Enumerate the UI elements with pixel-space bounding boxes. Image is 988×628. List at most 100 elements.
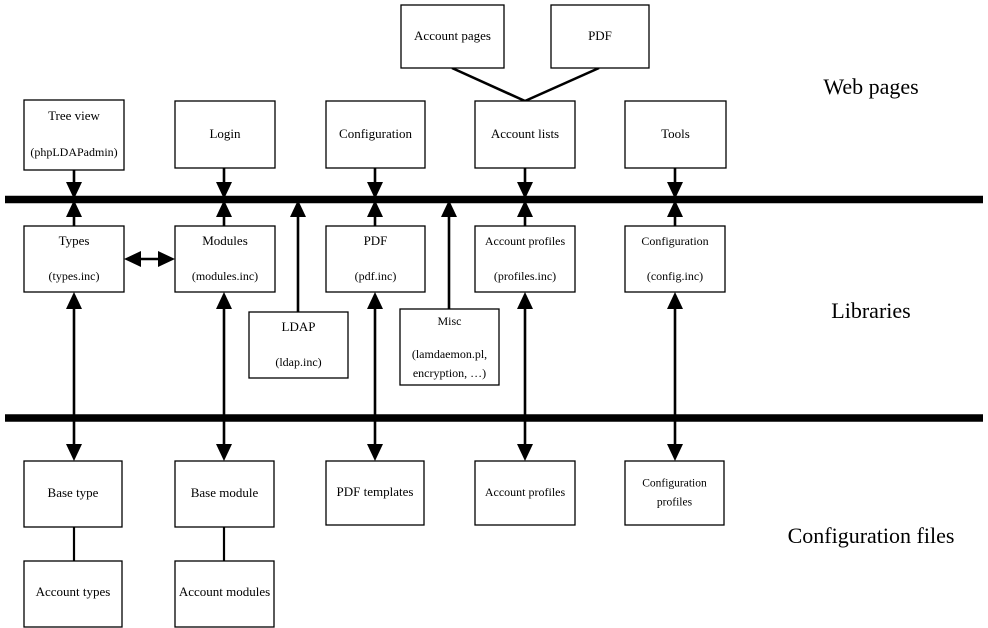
connector-account-pages-to-account-lists: [451, 66, 526, 103]
node-configuration-lib-sublabel: (config.inc): [647, 269, 703, 283]
node-base-module[interactable]: Base module: [174, 460, 275, 528]
node-ldap-box[interactable]: [248, 311, 349, 379]
node-login[interactable]: Login: [174, 100, 276, 169]
section-label-web-pages: Web pages: [823, 74, 918, 99]
node-login-label: Login: [209, 126, 241, 141]
base-to-account-connectors: [72, 527, 226, 561]
node-modules-sublabel: (modules.inc): [192, 269, 258, 283]
node-account-profiles-lib-label: Account profiles: [485, 234, 566, 248]
node-account-types-box[interactable]: [23, 560, 123, 628]
node-misc-sublabel-1: (lamdaemon.pl,: [412, 347, 487, 361]
node-pdf-top-box[interactable]: [550, 4, 650, 69]
connector-pdf-to-account-lists: [524, 66, 600, 103]
node-tree-view-box[interactable]: [23, 99, 125, 171]
node-types-label: Types: [59, 233, 90, 248]
arrowhead-bus2-to-account-profiles-files: [517, 444, 533, 461]
arrowhead-bus2-to-pdf-lib: [367, 292, 383, 309]
arrowhead-ldap-up: [290, 200, 306, 217]
node-pdf-lib[interactable]: PDF (pdf.inc): [325, 225, 426, 293]
node-pdf-templates-label: PDF templates: [337, 484, 414, 499]
node-types-sublabel: (types.inc): [49, 269, 100, 283]
arrowhead-bus2-to-types: [66, 292, 82, 309]
node-tools[interactable]: Tools: [624, 100, 727, 169]
arrowhead-tree-view-down: [66, 182, 82, 199]
arrowhead-configuration-web-down: [367, 182, 383, 199]
node-tree-view-sublabel: (phpLDAPadmin): [30, 145, 117, 159]
node-ldap[interactable]: LDAP (ldap.inc): [248, 311, 349, 379]
node-pdf-lib-label: PDF: [364, 233, 388, 248]
fan-in-connectors: [451, 66, 600, 103]
arrowhead-account-lists-down: [517, 182, 533, 199]
node-configuration-lib-box[interactable]: [624, 225, 726, 293]
libraries-to-bus-connectors: [66, 200, 683, 226]
node-pdf-templates-box[interactable]: [325, 460, 425, 526]
node-account-modules[interactable]: Account modules: [174, 560, 275, 628]
section-labels: Web pages Libraries Configuration files: [788, 74, 955, 548]
arrowhead-bus2-to-base-module: [216, 444, 232, 461]
node-pdf-lib-box[interactable]: [325, 225, 426, 293]
arrowhead-login-down: [216, 182, 232, 199]
arrowhead-configuration-lib-up: [667, 200, 683, 217]
arrowhead-types-modules-left: [124, 251, 141, 267]
node-pdf-top[interactable]: PDF: [550, 4, 650, 69]
arrowhead-bus2-to-configuration-profiles: [667, 444, 683, 461]
node-ldap-label: LDAP: [282, 319, 316, 334]
node-base-type-box[interactable]: [23, 460, 123, 528]
node-misc-label: Misc: [438, 314, 462, 328]
arrowhead-bus2-to-modules: [216, 292, 232, 309]
bus2-to-config-files-connectors: [66, 418, 683, 461]
node-account-profiles-lib-box[interactable]: [474, 225, 576, 293]
section-label-libraries: Libraries: [831, 298, 910, 323]
node-misc-sublabel-2: encryption, …): [413, 366, 486, 380]
arrowhead-bus2-to-account-profiles-lib: [517, 292, 533, 309]
node-account-profiles-lib[interactable]: Account profiles (profiles.inc): [474, 225, 576, 293]
node-base-type[interactable]: Base type: [23, 460, 123, 528]
node-base-module-box[interactable]: [174, 460, 275, 528]
node-account-pages[interactable]: Account pages: [400, 4, 505, 69]
ldap-misc-to-bus-connectors: [290, 200, 457, 312]
node-misc[interactable]: Misc (lamdaemon.pl, encryption, …): [399, 308, 500, 386]
node-account-types-label: Account types: [36, 584, 111, 599]
node-configuration-profiles[interactable]: Configuration profiles: [624, 460, 725, 526]
node-configuration-lib-label: Configuration: [641, 234, 708, 248]
node-account-profiles-lib-sublabel: (profiles.inc): [494, 269, 556, 283]
node-account-modules-label: Account modules: [179, 584, 270, 599]
arrowhead-types-up: [66, 200, 82, 217]
node-account-pages-label: Account pages: [414, 28, 491, 43]
node-configuration-lib[interactable]: Configuration (config.inc): [624, 225, 726, 293]
node-tools-label: Tools: [661, 126, 690, 141]
node-tree-view[interactable]: Tree view (phpLDAPadmin): [23, 99, 125, 171]
node-tools-box[interactable]: [624, 100, 727, 169]
node-configuration-web-box[interactable]: [325, 100, 426, 169]
node-account-lists[interactable]: Account lists: [474, 100, 576, 169]
node-configuration-web[interactable]: Configuration: [325, 100, 426, 169]
node-account-modules-box[interactable]: [174, 560, 275, 628]
node-pdf-templates[interactable]: PDF templates: [325, 460, 425, 526]
arrowhead-bus2-to-configuration-lib: [667, 292, 683, 309]
arrowhead-account-profiles-lib-up: [517, 200, 533, 217]
node-base-type-label: Base type: [48, 485, 99, 500]
section-label-configuration-files: Configuration files: [788, 523, 955, 548]
node-modules-box[interactable]: [174, 225, 276, 293]
node-misc-box[interactable]: [399, 308, 500, 386]
node-tree-view-label: Tree view: [48, 108, 100, 123]
node-pdf-lib-sublabel: (pdf.inc): [355, 269, 397, 283]
node-account-profiles-files-box[interactable]: [474, 460, 576, 526]
node-account-profiles-files[interactable]: Account profiles: [474, 460, 576, 526]
node-account-lists-label: Account lists: [491, 126, 559, 141]
bus-bars: [5, 195, 983, 422]
node-modules[interactable]: Modules (modules.inc): [174, 225, 276, 293]
node-pdf-top-label: PDF: [588, 28, 612, 43]
arrowhead-pdf-lib-up: [367, 200, 383, 217]
node-configuration-profiles-box[interactable]: [624, 460, 725, 526]
node-types-box[interactable]: [23, 225, 125, 293]
node-account-pages-box[interactable]: [400, 4, 505, 69]
node-configuration-web-label: Configuration: [339, 126, 412, 141]
node-login-box[interactable]: [174, 100, 276, 169]
node-account-types[interactable]: Account types: [23, 560, 123, 628]
node-types[interactable]: Types (types.inc): [23, 225, 125, 293]
node-ldap-sublabel: (ldap.inc): [275, 355, 321, 369]
bus2-to-libraries-connectors: [66, 292, 683, 418]
node-account-lists-box[interactable]: [474, 100, 576, 169]
